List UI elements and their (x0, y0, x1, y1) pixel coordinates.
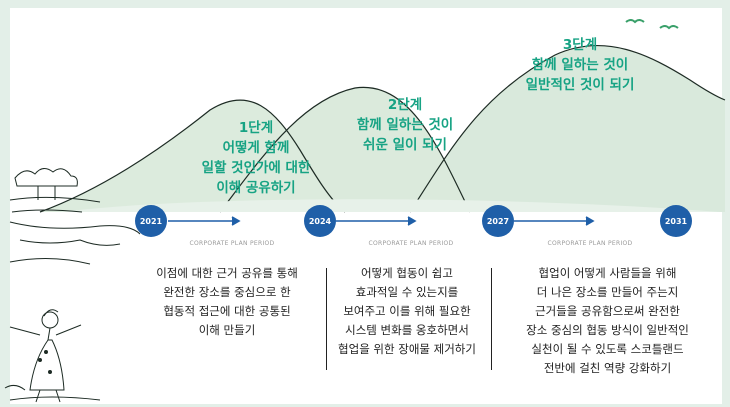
year-marker-2024: 2024 (304, 205, 336, 237)
birds-icon (625, 19, 679, 30)
period-label-3: CORPORATE PLAN PERIOD (547, 240, 633, 247)
period-label-2: CORPORATE PLAN PERIOD (368, 240, 454, 247)
year-marker-2031: 2031 (660, 205, 692, 237)
timeline-arrows (168, 216, 595, 226)
divider-2 (491, 268, 492, 370)
stage-2-title: 2단계 함께 일하는 것이 쉬운 일이 되기 (356, 97, 454, 153)
stage-3-title: 3단계 함께 일하는 것이 일반적인 것이 되기 (525, 37, 635, 93)
person-sketch (4, 309, 101, 403)
stage-1-title: 1단계 어떻게 함께 일할 것인가에 대한 이해 공유하기 (201, 120, 311, 196)
stage-2-description: 어떻게 협동이 쉽고 효과적일 수 있는지를 보여주고 이를 위해 필요한 시스… (338, 266, 476, 356)
shrubs-sketch (9, 168, 141, 265)
divider-1 (326, 268, 327, 370)
stage-3-description: 협업이 어떻게 사람들을 위해 더 나은 장소를 만들어 주는지 근거들을 공유… (526, 266, 689, 375)
stage-1-description: 이점에 대한 근거 공유를 통해 완전한 장소를 중심으로 한 협동적 접근에 … (156, 266, 298, 337)
hill-1 (40, 99, 345, 212)
year-marker-2021: 2021 (135, 205, 167, 237)
period-label-1: CORPORATE PLAN PERIOD (189, 240, 275, 247)
hill-3 (410, 45, 725, 212)
year-marker-2027: 2027 (482, 205, 514, 237)
